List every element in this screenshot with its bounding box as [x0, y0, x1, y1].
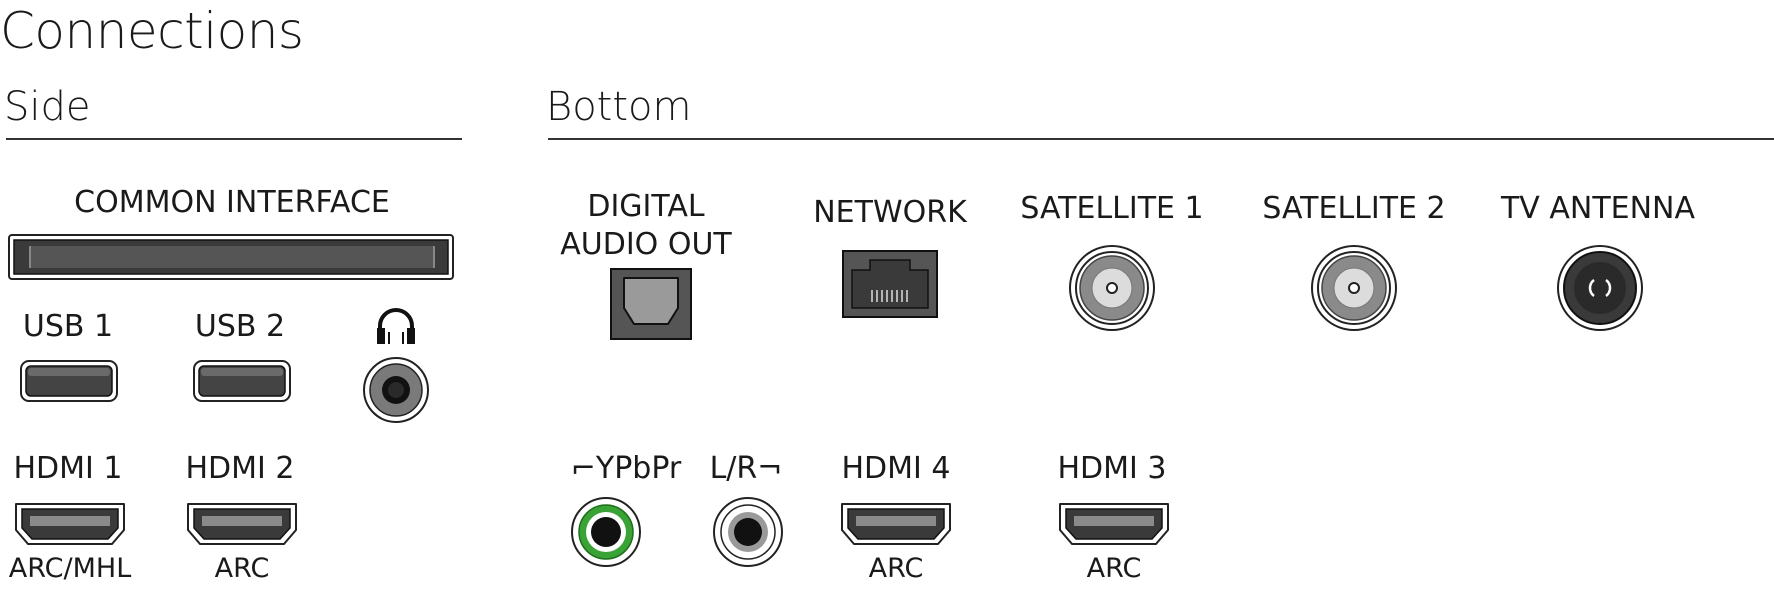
- hdmi4-sub-label: ARC: [868, 553, 924, 584]
- digital-audio-out-line1: DIGITAL: [587, 189, 705, 224]
- tv-antenna-port[interactable]: [1556, 244, 1644, 332]
- usb1-port[interactable]: [20, 360, 118, 402]
- page-title: Connections: [0, 2, 304, 60]
- lr-label: L/R¬: [709, 451, 783, 486]
- hdmi2-label: HDMI 2: [185, 451, 295, 486]
- hdmi3-port[interactable]: [1056, 500, 1172, 548]
- hdmi3-label: HDMI 3: [1057, 451, 1167, 486]
- network-label: NETWORK: [813, 195, 967, 230]
- usb2-port[interactable]: [193, 360, 291, 402]
- hdmi1-port[interactable]: [12, 500, 128, 548]
- hdmi4-port[interactable]: [838, 500, 954, 548]
- bottom-divider: [548, 138, 1774, 140]
- digital-audio-out-line2: AUDIO OUT: [560, 226, 732, 262]
- side-divider: [6, 138, 462, 140]
- lr-audio-jack[interactable]: [712, 496, 784, 568]
- usb2-label: USB 2: [194, 309, 286, 344]
- usb1-label: USB 1: [22, 309, 114, 344]
- satellite1-port[interactable]: [1068, 244, 1156, 332]
- digital-audio-out-label: DIGITAL AUDIO OUT: [560, 188, 731, 263]
- hdmi2-sub-label: ARC: [214, 553, 270, 584]
- hdmi2-port[interactable]: [184, 500, 300, 548]
- hdmi1-sub-label: ARC/MHL: [8, 553, 132, 584]
- tv-antenna-label: TV ANTENNA: [1500, 191, 1696, 226]
- headphone-jack[interactable]: [362, 356, 430, 424]
- hdmi4-label: HDMI 4: [841, 451, 951, 486]
- ypbpr-jack[interactable]: [570, 496, 642, 568]
- ypbpr-label: ⌐YPbPr: [570, 451, 682, 486]
- common-interface-label: COMMON INTERFACE: [74, 185, 390, 220]
- optical-audio-port[interactable]: [610, 268, 692, 340]
- satellite2-port[interactable]: [1310, 244, 1398, 332]
- section-side-heading: Side: [4, 84, 91, 130]
- hdmi3-sub-label: ARC: [1086, 553, 1142, 584]
- satellite1-label: SATELLITE 1: [1020, 191, 1204, 226]
- headphones-icon: [377, 308, 415, 344]
- common-interface-slot[interactable]: [8, 234, 454, 280]
- section-bottom-heading: Bottom: [546, 84, 692, 130]
- satellite2-label: SATELLITE 2: [1262, 191, 1446, 226]
- hdmi1-label: HDMI 1: [13, 451, 123, 486]
- ethernet-port[interactable]: [842, 250, 938, 318]
